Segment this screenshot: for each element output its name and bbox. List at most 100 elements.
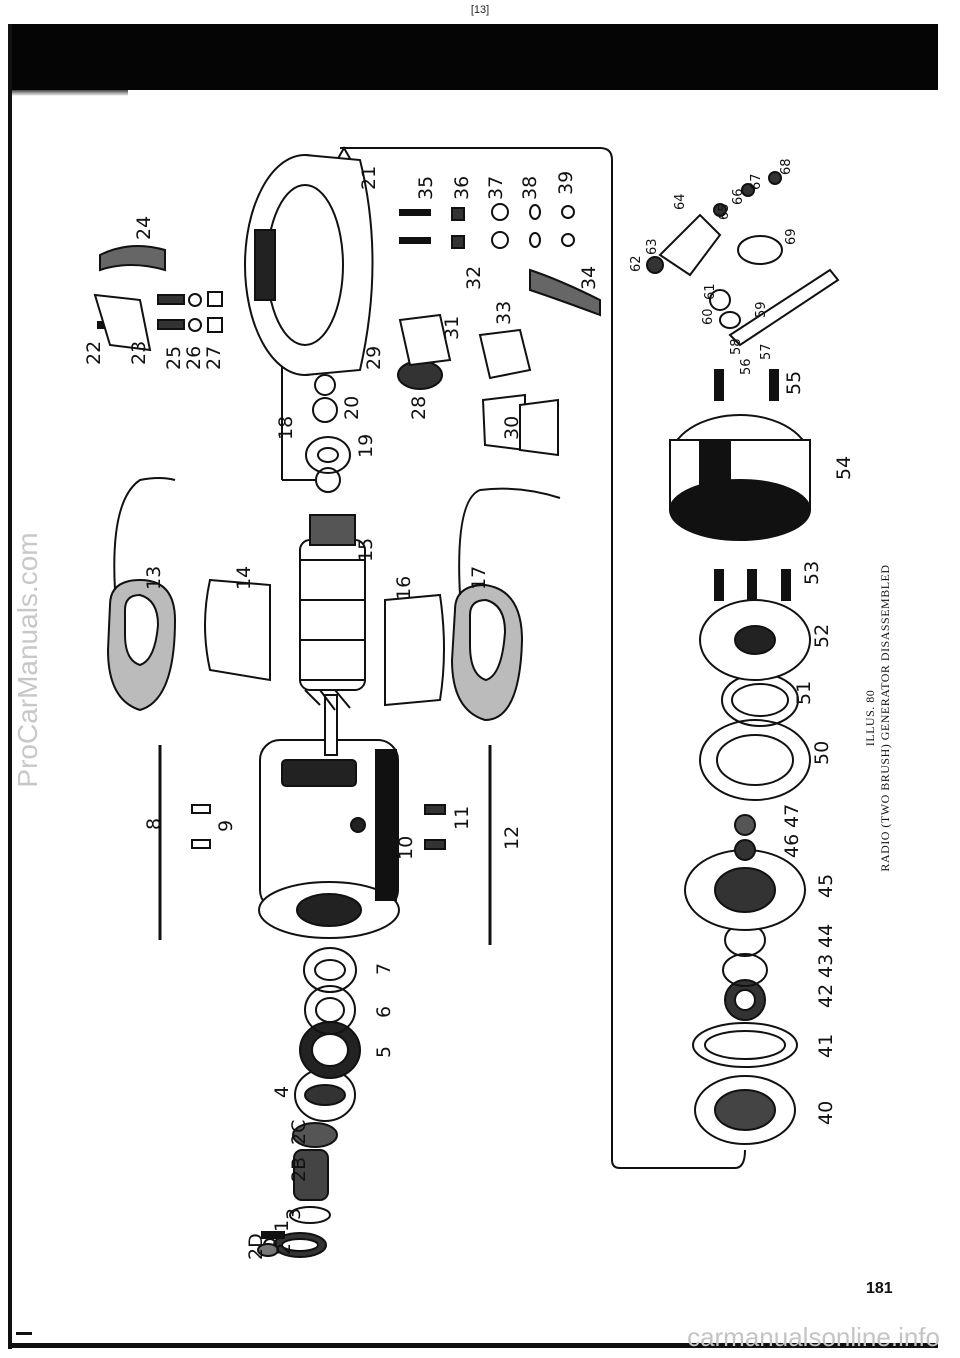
page-number: 181 xyxy=(866,1280,893,1297)
part-label-32: 32 xyxy=(463,266,485,290)
part-label-61: 61 xyxy=(703,283,718,300)
field-coil-13 xyxy=(106,477,177,712)
terminal-parts xyxy=(646,171,840,401)
part-label-65: 65 xyxy=(717,203,732,220)
cover-band xyxy=(669,414,811,541)
part-label-30: 30 xyxy=(501,416,523,440)
part-label-26: 26 xyxy=(183,346,205,370)
part-label-37: 37 xyxy=(485,176,507,200)
part-label-2: 2 xyxy=(273,1243,295,1255)
part-label-69: 69 xyxy=(784,228,799,245)
yoke-body xyxy=(258,739,400,939)
part-label-16: 16 xyxy=(393,576,415,600)
part-label-15: 15 xyxy=(355,538,377,562)
part-label-42: 42 xyxy=(815,984,837,1008)
part-label-54: 54 xyxy=(833,456,855,480)
part-label-25: 25 xyxy=(163,346,185,370)
part-label-57: 57 xyxy=(759,343,774,360)
connector-line xyxy=(340,147,746,1169)
end-plate-parts xyxy=(699,569,811,801)
pole-shoe-16 xyxy=(384,593,445,707)
part-label-2D: 2D xyxy=(245,1233,267,1260)
part-label-10: 10 xyxy=(395,836,417,860)
part-label-17: 17 xyxy=(468,566,490,590)
part-label-33: 33 xyxy=(493,301,515,325)
part-label-20: 20 xyxy=(341,396,363,420)
part-label-34: 34 xyxy=(578,266,600,290)
part-label-22: 22 xyxy=(83,341,105,365)
part-label-18: 18 xyxy=(275,416,297,440)
part-label-27: 27 xyxy=(203,346,225,370)
part-label-2C: 2C xyxy=(288,1120,310,1145)
part-label-13: 13 xyxy=(143,566,165,590)
part-label-4: 4 xyxy=(271,1086,293,1098)
part-label-36: 36 xyxy=(451,176,473,200)
page-reference: [13] xyxy=(470,4,490,16)
drive-pinion-group xyxy=(257,1122,338,1258)
pole-shoe-14 xyxy=(204,578,271,682)
part-label-35: 35 xyxy=(415,176,437,200)
brush-holder-parts xyxy=(93,245,223,352)
brush-cluster xyxy=(397,268,601,457)
part-label-43: 43 xyxy=(815,954,837,978)
part-label-41: 41 xyxy=(815,1034,837,1058)
header-band xyxy=(8,24,938,90)
margin-mark xyxy=(16,1332,32,1335)
part-label-56: 56 xyxy=(739,358,754,375)
part-label-55: 55 xyxy=(783,371,805,395)
part-label-7: 7 xyxy=(373,963,395,975)
watermark-bottom: carmanualsonline.info xyxy=(687,1322,940,1352)
figure-caption: ILLUS. 80 RADIO (TWO BRUSH) GENERATOR DI… xyxy=(863,564,893,871)
part-label-68: 68 xyxy=(779,158,794,175)
commutator-end-bracket xyxy=(244,154,374,376)
part-label-67: 67 xyxy=(749,173,764,190)
part-label-59: 59 xyxy=(754,301,769,318)
header-band-shadow xyxy=(8,88,128,96)
part-label-58: 58 xyxy=(729,338,744,355)
part-label-29: 29 xyxy=(363,346,385,370)
caption-line-1: ILLUS. 80 xyxy=(863,689,877,747)
part-label-9: 9 xyxy=(215,820,237,832)
bottom-border xyxy=(8,1343,938,1348)
part-label-40: 40 xyxy=(815,1101,837,1125)
part-label-44: 44 xyxy=(815,924,837,948)
part-label-31: 31 xyxy=(441,316,463,340)
field-coil-17 xyxy=(450,487,561,722)
part-label-47: 47 xyxy=(781,804,803,828)
part-label-21: 21 xyxy=(358,166,380,190)
caption-line-2: RADIO (TWO BRUSH) GENERATOR DISASSEMBLED xyxy=(878,564,892,872)
part-label-63: 63 xyxy=(645,238,660,255)
part-label-1: 1 xyxy=(271,1220,293,1232)
left-border xyxy=(8,24,12,1349)
part-label-14: 14 xyxy=(233,566,255,590)
part-label-66: 66 xyxy=(731,188,746,205)
part-label-45: 45 xyxy=(815,874,837,898)
part-label-52: 52 xyxy=(811,624,833,648)
part-label-2B: 2B xyxy=(288,1157,310,1182)
part-label-62: 62 xyxy=(629,255,644,272)
part-label-11: 11 xyxy=(451,806,473,830)
part-label-12: 12 xyxy=(501,826,523,850)
part-label-39: 39 xyxy=(555,171,577,195)
armature xyxy=(299,514,366,756)
part-label-64: 64 xyxy=(673,193,688,210)
drive-end-parts xyxy=(684,814,806,1145)
small-hardware-35-39 xyxy=(399,203,575,249)
part-label-6: 6 xyxy=(373,1006,395,1018)
part-label-38: 38 xyxy=(519,176,541,200)
part-label-46: 46 xyxy=(781,834,803,858)
part-label-53: 53 xyxy=(801,561,823,585)
thrust-washers xyxy=(281,349,351,493)
part-label-51: 51 xyxy=(793,681,815,705)
part-label-19: 19 xyxy=(355,434,377,458)
part-label-50: 50 xyxy=(811,741,833,765)
part-label-28: 28 xyxy=(408,396,430,420)
part-label-8: 8 xyxy=(143,818,165,830)
part-label-60: 60 xyxy=(701,308,716,325)
part-label-3: 3 xyxy=(283,1208,305,1220)
part-label-24: 24 xyxy=(133,216,155,240)
part-label-23: 23 xyxy=(128,341,150,365)
bearing-group xyxy=(294,947,361,1122)
part-label-5: 5 xyxy=(373,1046,395,1058)
